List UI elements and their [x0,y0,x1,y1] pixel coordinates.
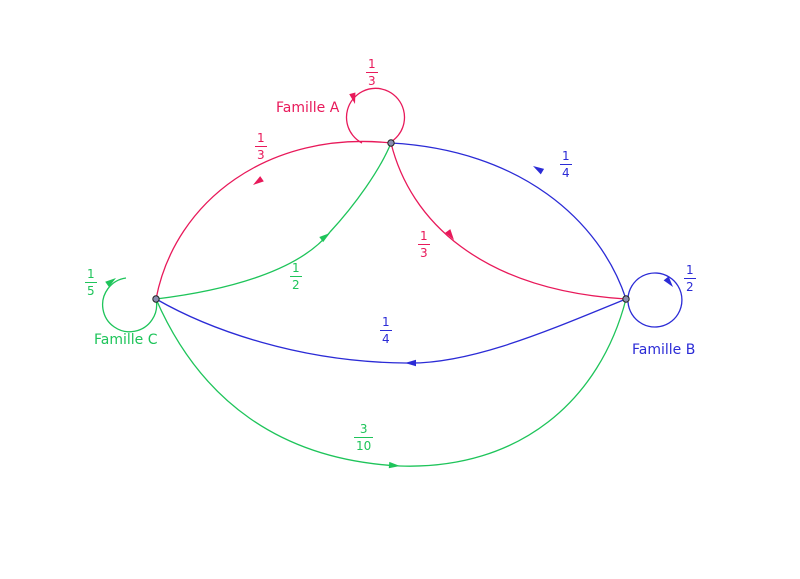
edge-label-b-a: 1 4 [560,150,572,179]
numerator: 1 [562,149,570,163]
node-a-dot [387,139,395,147]
edge-a-b-arrowhead [445,229,454,240]
edge-b-c-arrowhead [405,359,416,367]
denominator: 2 [686,280,694,294]
edge-label-c-c: 1 5 [85,268,97,297]
fraction-bar [290,276,302,277]
numerator: 1 [686,263,694,277]
fraction-bar [366,72,378,73]
edge-a-a [345,87,406,144]
node-c-dot [152,295,160,303]
fraction-bar [255,146,267,147]
denominator: 2 [292,278,300,292]
numerator: 1 [87,267,95,281]
fraction-bar [354,437,374,438]
edge-b-b-arrowhead [663,276,673,287]
edge-label-a-c: 1 3 [255,132,267,161]
edge-a-c-arrowhead [253,176,264,185]
edge-label-b-c: 1 4 [380,316,392,345]
edge-b-a [390,142,627,300]
numerator: 1 [420,229,428,243]
denominator: 10 [356,439,372,453]
numerator: 1 [382,315,390,329]
edge-b-c [155,298,627,364]
denominator: 5 [87,284,95,298]
edge-label-c-b: 3 10 [354,422,374,453]
edge-b-a-arrowhead [533,166,545,175]
node-label-famille-c: Famille C [94,332,158,348]
edge-label-b-b: 1 2 [684,264,696,293]
edge-c-c [101,277,158,333]
fraction-bar [560,164,572,165]
edge-c-a-arrowhead [319,233,330,243]
denominator: 4 [562,166,570,180]
numerator: 1 [257,131,265,145]
numerator: 3 [359,422,368,436]
node-label-famille-b: Famille B [632,342,696,358]
node-label-famille-a: Famille A [276,100,340,116]
edge-a-c [155,140,392,300]
numerator: 1 [368,57,376,71]
edge-label-a-b: 1 3 [418,230,430,259]
edge-c-b-arrowhead [388,461,400,469]
node-b-dot [622,295,630,303]
fraction-bar [85,282,97,283]
edge-a-b [390,142,627,300]
denominator: 3 [257,148,265,162]
edge-c-c-arrowhead [105,278,116,287]
denominator: 4 [382,332,390,346]
numerator: 1 [292,261,300,275]
edge-b-b [627,272,683,328]
edge-a-a-arrowhead [349,92,356,104]
edge-label-c-a: 1 2 [290,262,302,291]
fraction-bar [418,244,430,245]
fraction-bar [380,330,392,331]
denominator: 3 [420,246,428,260]
fraction-bar [684,278,696,279]
edge-label-a-a: 1 3 [366,58,378,87]
denominator: 3 [368,74,376,88]
